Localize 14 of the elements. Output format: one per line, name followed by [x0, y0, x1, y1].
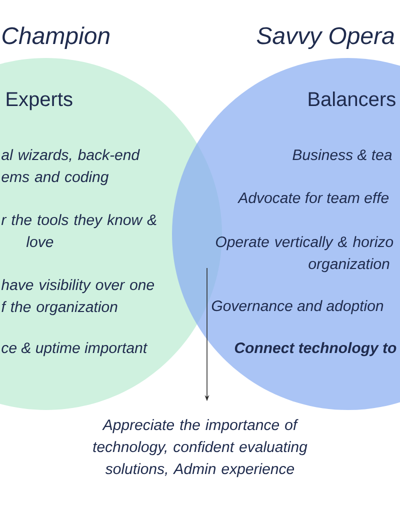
- set-heading: Balancers: [308, 92, 396, 106]
- set-heading: Experts: [6, 92, 72, 110]
- trait-text: Operate vertically & horizo organization: [216, 236, 394, 272]
- trait-text: Advocate for team effe: [237, 192, 389, 204]
- trait-text: r the tools they know & love: [1, 214, 156, 248]
- set-title: Champion: [2, 26, 110, 49]
- set-title: Savvy Opera: [256, 27, 394, 49]
- description-text: Appreciate the importance of technology, confident evaluating solutions, Admin experience: [93, 419, 308, 478]
- trait-text: Governance and adoption: [212, 300, 384, 314]
- trait-text: al wizards, back-end ems and coding: [2, 149, 140, 186]
- trait-text: have visibility over one f the organization: [1, 279, 154, 316]
- trait-text: ce & uptime important: [2, 342, 148, 356]
- trait-text: Connect technology to: [234, 342, 396, 356]
- trait-text: Business & tea: [292, 149, 392, 160]
